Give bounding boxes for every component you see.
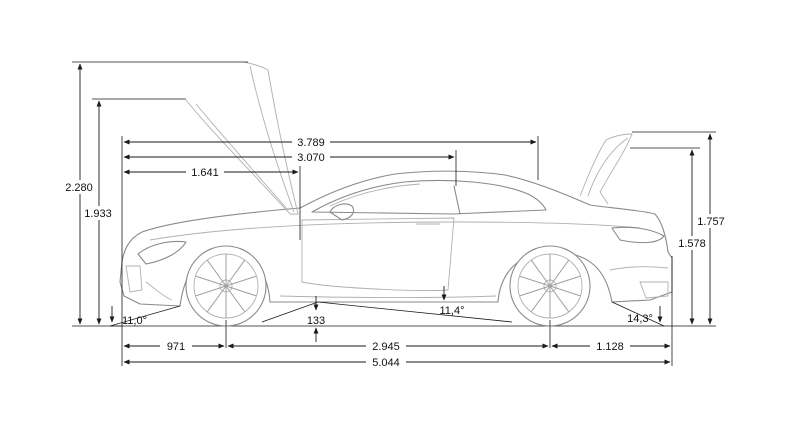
- headlight: [137, 240, 187, 265]
- hood-edge: [249, 65, 295, 213]
- front-wheel: [185, 245, 267, 327]
- sill-line: [279, 295, 497, 298]
- dimension-labels: 2.280 1.933 3.789 3.070 1.641 1.757 1.57…: [60, 136, 726, 369]
- car-outline: [110, 61, 680, 327]
- b-pillar: [453, 185, 461, 215]
- label-2945: 2.945: [372, 341, 400, 353]
- ramp-angle-line-front: [261, 301, 319, 323]
- ramp-angle-line-rear: [317, 301, 513, 323]
- label-3070: 3.070: [297, 152, 325, 164]
- label-1578: 1.578: [678, 238, 706, 250]
- rear-bumper-line: [609, 266, 669, 271]
- taillight: [611, 226, 665, 244]
- label-approach-angle: 11,0°: [122, 315, 147, 327]
- shoulder-line: [149, 221, 641, 241]
- approach-angle-line: [109, 305, 181, 327]
- trunk-inner: [587, 137, 629, 197]
- window-trim: [329, 183, 421, 207]
- label-5044: 5.044: [372, 357, 400, 369]
- label-1933: 1.933: [84, 208, 112, 220]
- label-1757: 1.757: [697, 216, 725, 228]
- rear-wheel: [509, 245, 591, 327]
- extension-lines: [72, 61, 716, 366]
- label-departure-angle: 14,3°: [627, 313, 653, 325]
- label-3789: 3.789: [297, 137, 325, 149]
- label-1128: 1.128: [596, 341, 624, 353]
- car-greenhouse: [311, 179, 547, 215]
- label-ramp-angle: 11,4°: [440, 305, 465, 317]
- front-grille: [125, 265, 143, 293]
- label-2280: 2.280: [65, 182, 93, 194]
- front-intake: [145, 281, 173, 301]
- label-1641: 1.641: [191, 167, 219, 179]
- label-971: 971: [167, 341, 185, 353]
- rear-diffuser: [639, 281, 669, 299]
- open-trunk: [579, 133, 633, 205]
- open-hood: [185, 61, 299, 215]
- departure-angle-line: [611, 301, 665, 327]
- label-ground-clearance: 133: [307, 315, 325, 327]
- side-mirror: [329, 203, 355, 221]
- door-outline: [301, 217, 455, 291]
